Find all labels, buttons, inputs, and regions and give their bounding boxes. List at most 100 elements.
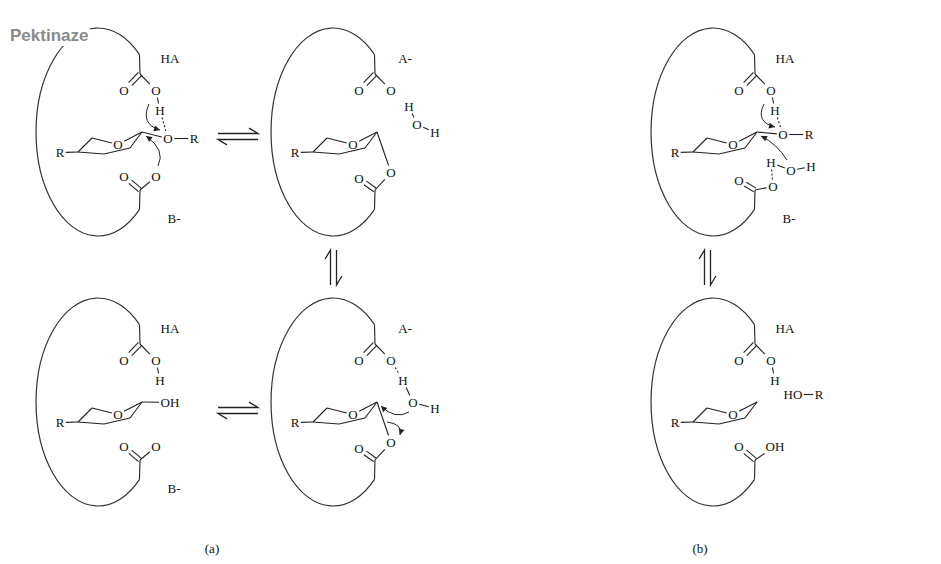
bond-line	[374, 325, 376, 344]
atom-label: O	[728, 408, 737, 421]
backward-harpoon	[699, 250, 704, 285]
atom-label: O	[728, 138, 737, 151]
atom-label: R	[815, 388, 824, 401]
hydrogen-bond	[777, 118, 780, 128]
atom-label: H	[770, 374, 779, 387]
bond-line	[366, 181, 376, 188]
atom-label: O	[386, 436, 395, 449]
bond-line	[754, 55, 756, 74]
bond-line	[139, 325, 141, 344]
panel-letter-holder: (b)	[692, 539, 707, 557]
atom-holder: O	[354, 81, 363, 99]
bond-line	[375, 344, 385, 354]
atom-holder: OH	[161, 393, 180, 411]
enzyme-panel: HAOOHROHOROOH	[643, 290, 828, 515]
atom-holder: O	[113, 405, 122, 423]
bond-line	[130, 132, 142, 148]
atom-label: HA	[161, 322, 180, 335]
bond-line	[693, 408, 707, 422]
atom-holder: O	[766, 351, 775, 369]
bond-line	[130, 402, 142, 418]
bond-line	[142, 132, 162, 137]
bond-line	[406, 388, 410, 396]
atom-holder: O	[734, 171, 743, 189]
bond-line	[313, 408, 327, 422]
bond-line	[365, 402, 377, 418]
atom-label: HA	[776, 52, 795, 65]
atom-holder: HA	[776, 49, 795, 67]
bond-line	[739, 402, 757, 411]
atom-label: R	[56, 146, 65, 159]
atom-label: O	[113, 408, 122, 421]
atom-holder: H	[766, 153, 775, 171]
atom-holder: O	[119, 167, 128, 185]
enzyme-outline	[271, 298, 374, 506]
enzyme-outline	[651, 28, 754, 236]
atom-holder: H	[430, 399, 439, 417]
panel-letter-holder: (a)	[205, 539, 219, 557]
bond-line	[693, 422, 719, 424]
electron-arrow	[387, 422, 400, 435]
atom-holder: O	[151, 437, 160, 455]
atom-holder: O	[113, 135, 122, 153]
atom-label: O	[768, 180, 777, 193]
bond-line	[139, 460, 141, 479]
hydrogen-bond	[395, 368, 399, 374]
atom-holder: OH	[766, 437, 785, 455]
bond-line	[744, 186, 754, 192]
backward-harpoon	[218, 140, 258, 145]
bond-line	[66, 421, 78, 422]
atom-holder: O	[734, 437, 743, 455]
bond-line	[327, 138, 347, 143]
atom-holder: O	[786, 161, 795, 179]
electron-arrowhead	[761, 136, 768, 141]
atom-label: H	[430, 126, 439, 139]
bond-line	[139, 55, 141, 74]
electron-arrow	[146, 136, 160, 166]
bond-line	[78, 408, 92, 422]
hydrogen-bond	[771, 170, 773, 180]
atom-holder: R	[671, 413, 680, 431]
enzyme-outline	[271, 28, 374, 236]
atom-holder: H	[404, 97, 413, 115]
atom-label: H	[430, 402, 439, 415]
bond-line	[301, 151, 313, 152]
atom-holder: O	[354, 439, 363, 457]
atom-holder: B-	[783, 209, 796, 227]
atom-label: H	[155, 104, 164, 117]
bond-line	[745, 402, 757, 418]
atom-label: O	[348, 138, 357, 151]
forward-harpoon	[711, 250, 716, 285]
bond-line	[359, 132, 377, 141]
atom-holder: R	[291, 143, 300, 161]
bond-line	[377, 402, 389, 436]
bond-line	[423, 127, 429, 129]
electron-arrowhead	[153, 125, 160, 131]
atom-label: O	[386, 354, 395, 367]
forward-harpoon	[337, 250, 342, 285]
atom-holder: R	[56, 413, 65, 431]
atom-holder: O	[386, 351, 395, 369]
equilibrium-arrow	[218, 128, 258, 145]
bond-line	[375, 74, 385, 84]
atom-label: O	[151, 440, 160, 453]
atom-holder: O	[386, 433, 395, 451]
enzyme-panel: HAOOHROORHOHOOB-	[643, 20, 828, 245]
atom-label: HO	[784, 388, 803, 401]
atom-holder: O	[734, 351, 743, 369]
atom-holder: O	[768, 177, 777, 195]
atom-holder: O	[119, 351, 128, 369]
electron-arrowhead	[768, 123, 775, 129]
atom-label: O	[119, 440, 128, 453]
background-heading-holder: Pektinaze	[8, 26, 90, 46]
atom-label: R	[671, 146, 680, 159]
bond-line	[755, 344, 765, 354]
bond-line	[129, 342, 139, 352]
atom-label: A-	[398, 322, 412, 335]
bond-line	[755, 188, 767, 190]
bond-line	[313, 422, 339, 424]
bond-line	[377, 132, 389, 166]
atom-holder: R	[671, 143, 680, 161]
bond-line	[745, 132, 757, 148]
atom-label: OH	[766, 440, 785, 453]
